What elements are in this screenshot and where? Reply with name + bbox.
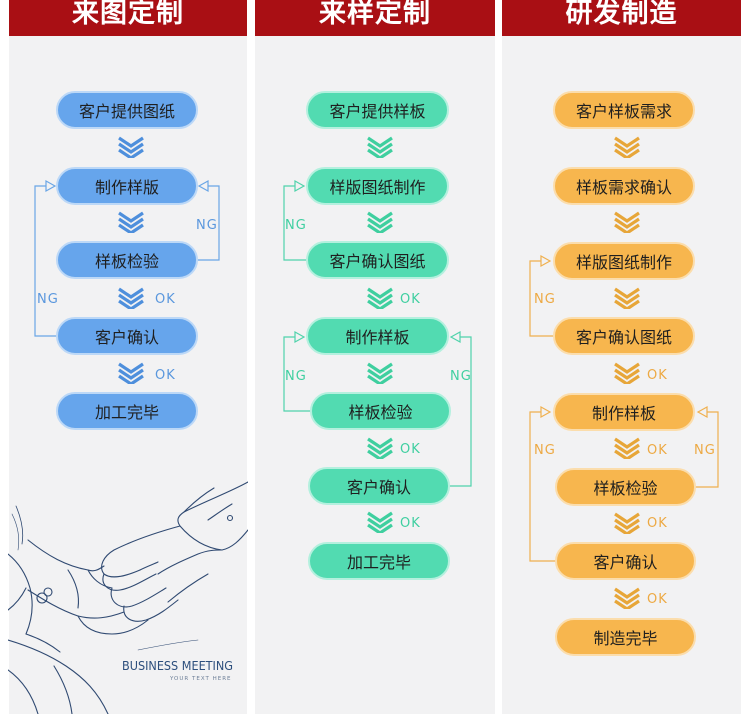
step-label: 客户确认 — [94, 328, 159, 347]
ok-label: OK — [647, 443, 668, 458]
step-label: 制作样板 — [591, 404, 656, 423]
illustration-title: BUSINESS MEETING — [122, 658, 233, 673]
step-label: 样版图纸制作 — [575, 253, 672, 272]
step-label: 样板检验 — [94, 252, 159, 271]
ok-label: OK — [400, 292, 421, 307]
step-label: 客户确认图纸 — [329, 252, 426, 271]
step-make-sample: 制作样板 — [553, 393, 695, 431]
down-chevron-icon — [614, 362, 640, 384]
down-chevron-icon — [367, 287, 393, 309]
down-chevron-icon — [118, 362, 144, 384]
step-customer-confirm: 客户确认 — [555, 542, 696, 580]
down-chevron-icon — [614, 587, 640, 609]
step-customer-sample-requirement: 客户样板需求 — [553, 91, 695, 129]
ok-label: OK — [647, 368, 668, 383]
step-sample-drawing-making: 样版图纸制作 — [553, 242, 695, 280]
step-make-sample: 制作样板 — [306, 317, 449, 355]
step-processing-done: 加工完毕 — [308, 542, 450, 580]
down-chevron-icon — [118, 136, 144, 158]
step-customer-provides-drawing: 客户提供图纸 — [56, 91, 198, 129]
down-chevron-icon — [367, 511, 393, 533]
step-label: 客户确认 — [593, 553, 658, 572]
step-label: 客户确认图纸 — [575, 328, 672, 347]
step-label: 制作样版 — [94, 178, 159, 197]
step-label: 客户确认 — [346, 478, 411, 497]
column-rd-manufacturing: 研发制造 — [502, 0, 741, 714]
step-processing-done: 加工完毕 — [56, 392, 198, 430]
ok-label: OK — [155, 292, 176, 307]
step-label: 样版图纸制作 — [329, 178, 426, 197]
step-label: 加工完毕 — [94, 403, 159, 422]
ng-label: NG — [534, 443, 556, 458]
step-customer-confirm-drawing: 客户确认图纸 — [553, 317, 695, 355]
down-chevron-icon — [367, 211, 393, 233]
column-title: 研发制造 — [502, 0, 741, 36]
step-sample-requirement-confirm: 样板需求确认 — [553, 167, 695, 205]
down-chevron-icon — [118, 287, 144, 309]
down-chevron-icon — [614, 136, 640, 158]
ng-label: NG — [694, 443, 716, 458]
column-title: 来样定制 — [255, 0, 495, 36]
step-label: 样板检验 — [593, 479, 658, 498]
ng-label: NG — [285, 218, 307, 233]
step-sample-inspection: 样板检验 — [555, 468, 696, 506]
step-label: 样板检验 — [348, 403, 413, 422]
ng-label: NG — [285, 369, 307, 384]
step-label: 加工完毕 — [346, 553, 411, 572]
down-chevron-icon — [367, 437, 393, 459]
step-label: 样板需求确认 — [575, 178, 672, 197]
ok-label: OK — [647, 592, 668, 607]
ok-label: OK — [647, 516, 668, 531]
down-chevron-icon — [614, 512, 640, 534]
step-sample-inspection: 样板检验 — [56, 241, 198, 279]
step-customer-confirm: 客户确认 — [308, 467, 450, 505]
down-chevron-icon — [614, 437, 640, 459]
ok-label: OK — [155, 368, 176, 383]
down-chevron-icon — [614, 211, 640, 233]
ng-label: NG — [534, 292, 556, 307]
step-sample-drawing-making: 样版图纸制作 — [306, 167, 449, 205]
step-customer-provides-sample: 客户提供样板 — [306, 91, 449, 129]
illustration-subtitle: YOUR TEXT HERE — [170, 676, 232, 682]
ng-label: NG — [450, 369, 472, 384]
step-customer-confirm-drawing: 客户确认图纸 — [306, 241, 449, 279]
column-title: 来图定制 — [9, 0, 247, 36]
step-sample-inspection: 样板检验 — [310, 392, 451, 430]
step-label: 制造完毕 — [593, 629, 658, 648]
ok-label: OK — [400, 516, 421, 531]
step-label: 客户提供图纸 — [78, 102, 175, 121]
step-label: 制作样板 — [345, 328, 410, 347]
ng-label: NG — [196, 218, 218, 233]
handshake-illustration — [8, 481, 248, 714]
ng-label: NG — [37, 292, 59, 307]
ok-label: OK — [400, 442, 421, 457]
down-chevron-icon — [614, 287, 640, 309]
step-make-sample: 制作样版 — [56, 167, 198, 205]
step-customer-confirm: 客户确认 — [56, 317, 198, 355]
down-chevron-icon — [367, 362, 393, 384]
step-manufacturing-done: 制造完毕 — [555, 618, 696, 656]
step-label: 客户提供样板 — [329, 102, 426, 121]
down-chevron-icon — [118, 211, 144, 233]
down-chevron-icon — [367, 136, 393, 158]
step-label: 客户样板需求 — [575, 102, 672, 121]
